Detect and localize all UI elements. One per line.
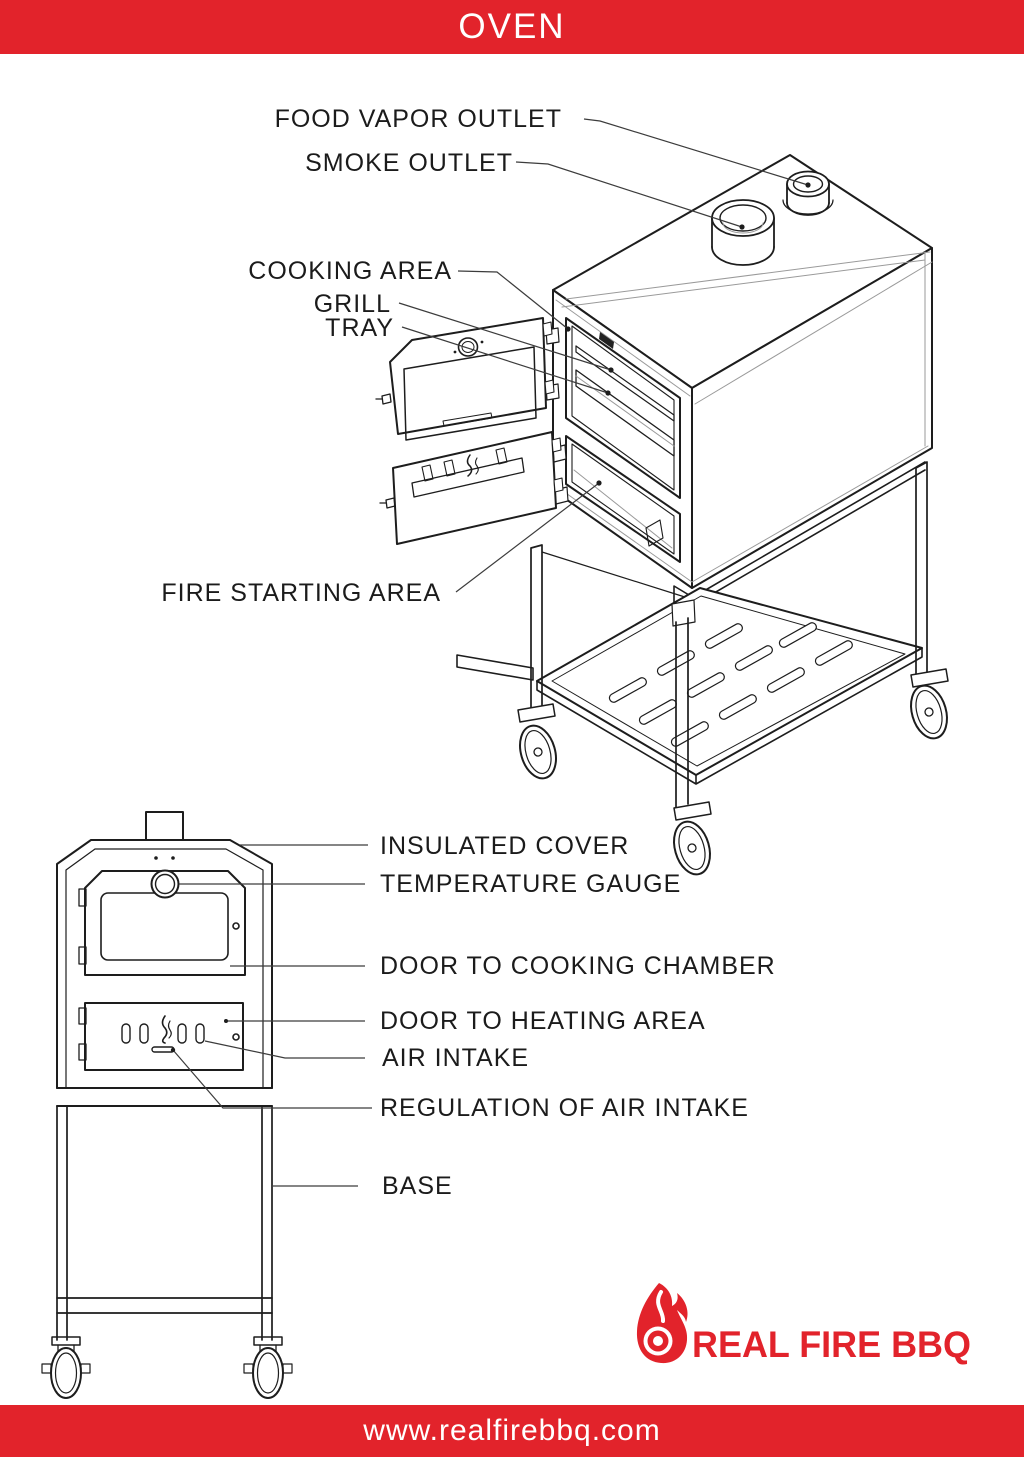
leader-lines-front: [170, 844, 372, 1187]
lower-door: [379, 431, 564, 545]
isometric-oven-drawing: [375, 154, 949, 876]
cart-legs: [530, 461, 928, 809]
heating-door: [78, 1002, 244, 1071]
leader-lines-top: [398, 118, 811, 593]
flame-icon: [636, 1283, 688, 1364]
door-flame-icon: [466, 454, 479, 477]
chimney: [145, 811, 184, 841]
website-url: www.realfirebbq.com: [363, 1414, 661, 1447]
brand-name: REAL FIRE BBQ: [692, 1324, 971, 1365]
front-wheel-left: [41, 1336, 91, 1399]
insulated-cover: [56, 839, 273, 1089]
shelf-slats: [608, 622, 853, 747]
smoke-outlet-pipe: [711, 199, 775, 266]
front-wheel-right: [243, 1336, 293, 1399]
top-banner: OVEN: [0, 0, 1024, 54]
label-fire-starting-area: FIRE STARTING AREA: [161, 579, 441, 607]
label-door-cooking-chamber: DOOR TO COOKING CHAMBER: [380, 952, 776, 980]
food-vapor-outlet-pipe: [782, 170, 834, 216]
bottom-banner: www.realfirebbq.com: [0, 1405, 1024, 1457]
label-insulated-cover: INSULATED COVER: [380, 832, 630, 860]
front-flame-icon: [161, 1015, 172, 1044]
brand-logo: REAL FIRE BBQ: [636, 1283, 971, 1365]
caster-wheel-left: [517, 703, 557, 780]
regulation-slider: [151, 1046, 175, 1053]
label-regulation-air-intake: REGULATION OF AIR INTAKE: [380, 1094, 749, 1122]
label-air-intake: AIR INTAKE: [382, 1044, 530, 1072]
page-title: OVEN: [458, 7, 566, 46]
label-smoke-outlet: SMOKE OUTLET: [305, 149, 513, 177]
base-legs: [56, 1087, 273, 1341]
air-intake-slots: [121, 1023, 205, 1044]
label-cooking-area: COOKING AREA: [248, 257, 452, 285]
label-tray: TRAY: [325, 314, 394, 342]
cart-shelf: [536, 587, 923, 785]
label-temperature-gauge: TEMPERATURE GAUGE: [380, 870, 682, 898]
front-view-oven-drawing: [41, 811, 293, 1399]
upper-door: [375, 317, 555, 441]
cart: [456, 461, 949, 876]
label-grill: GRILL: [313, 290, 391, 318]
caster-wheel-front: [673, 801, 712, 876]
caster-wheel-right: [910, 668, 949, 740]
label-base: BASE: [382, 1172, 453, 1200]
cooking-chamber: [565, 317, 681, 499]
temperature-gauge: [150, 869, 180, 899]
label-food-vapor-outlet: FOOD VAPOR OUTLET: [274, 105, 562, 133]
label-door-heating-area: DOOR TO HEATING AREA: [380, 1007, 706, 1035]
fire-chamber: [565, 435, 681, 563]
